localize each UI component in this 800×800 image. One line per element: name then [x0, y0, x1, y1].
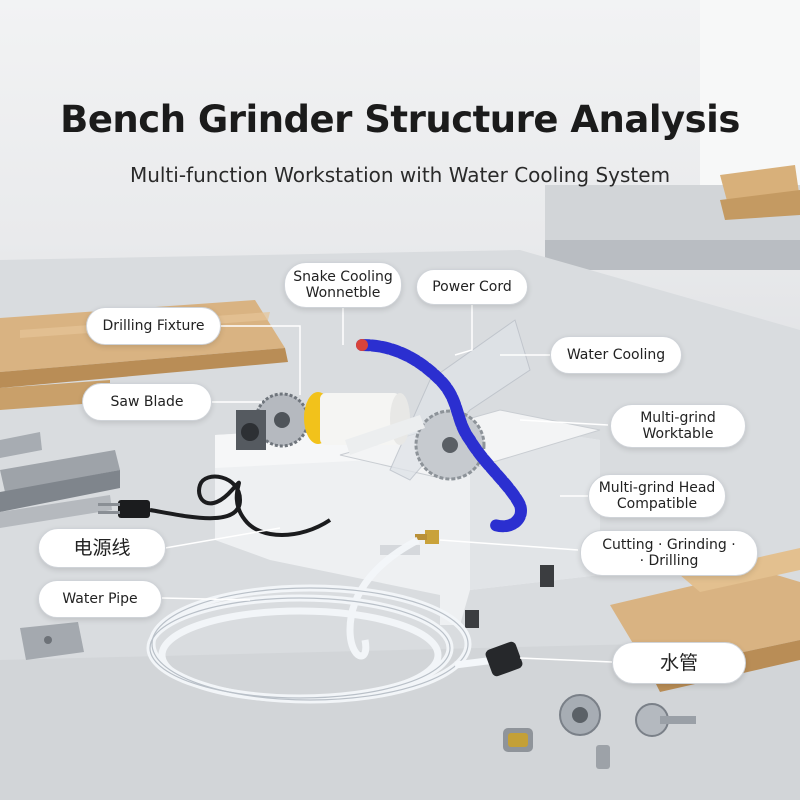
water-connector [425, 530, 439, 544]
callout-label: Multi-grind Head Compatible [598, 480, 716, 512]
background-shelf-front [545, 240, 800, 270]
callout-power-cord-cn: 电源线 [38, 528, 166, 568]
callout-water-pipe: Water Pipe [38, 580, 162, 618]
callout-water-cooling: Water Cooling [550, 336, 682, 374]
callout-label: Drilling Fixture [102, 318, 205, 334]
metal-bracket [20, 622, 84, 660]
callout-water-pipe-cn: 水管 [612, 642, 746, 684]
callout-label: Water Pipe [62, 591, 138, 607]
snake-cooling-hose [356, 339, 527, 533]
callout-power-cord: Power Cord [416, 269, 528, 305]
page-title: Bench Grinder Structure Analysis [60, 98, 740, 141]
callout-saw-blade: Saw Blade [82, 383, 212, 421]
aluminum-bar [0, 450, 120, 492]
water-pipe-fitting [485, 641, 523, 677]
callout-label: Multi-grind Worktable [640, 410, 716, 442]
callout-snake-cooling: Snake Cooling Wonnetble [284, 262, 402, 308]
base-leg [540, 565, 554, 587]
callout-label: Water Cooling [566, 347, 666, 363]
accessory-pin [596, 745, 610, 769]
callout-label: 电源线 [73, 537, 131, 559]
power-plug [118, 500, 150, 518]
callout-label: Cutting · Grinding · · Drilling [602, 537, 736, 569]
page-subtitle: Multi-function Workstation with Water Co… [129, 163, 671, 187]
callout-label: Power Cord [432, 279, 512, 295]
callout-cutting-grinding-drilling: Cutting · Grinding · · Drilling [580, 530, 758, 576]
callout-label: Snake Cooling Wonnetble [293, 269, 393, 301]
callout-multi-grind-worktable: Multi-grind Worktable [610, 404, 746, 448]
power-cord [149, 474, 332, 537]
callout-label: Saw Blade [110, 394, 184, 410]
callout-label: 水管 [659, 652, 698, 674]
callout-drilling-fixture: Drilling Fixture [86, 307, 221, 345]
callout-multi-grind-head: Multi-grind Head Compatible [588, 474, 726, 518]
leader-lines [161, 304, 613, 663]
